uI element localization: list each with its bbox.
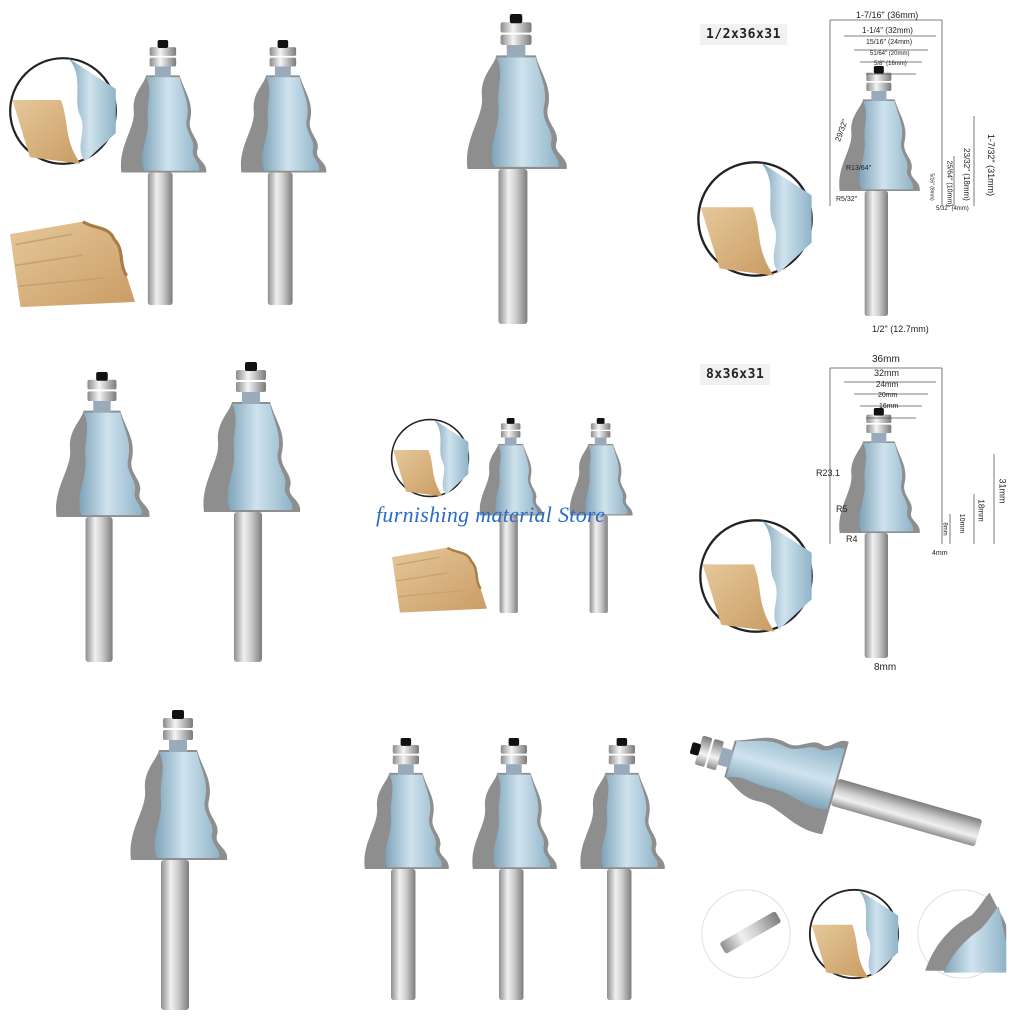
- dim-height-31: 1-7/32" (31mm): [986, 133, 997, 197]
- dim-width-36mm: 36mm: [872, 354, 900, 365]
- dim-width-32: 1-1/4" (32mm): [862, 26, 913, 35]
- router-bit-6c: [566, 738, 676, 1000]
- dim-width-20mm: 20mm: [878, 392, 898, 399]
- dim-width-36: 1-7/16" (36mm): [856, 10, 919, 20]
- detail-circle-edge: [916, 888, 1008, 980]
- dim-shank-top: 1/2" (12.7mm): [872, 324, 929, 334]
- dim-radius-r5: R5: [836, 504, 848, 514]
- router-bit-5: [102, 710, 252, 1010]
- dim-height-10mm: 10mm: [958, 513, 966, 534]
- dimension-lines-top: [829, 19, 975, 206]
- dim-width-24: 15/16" (24mm): [866, 39, 913, 46]
- dim-width-20: 51/64" (20mm): [870, 51, 910, 57]
- dim-height-8: 5/16" (8mm): [928, 173, 935, 201]
- router-bit-1b: [222, 40, 342, 305]
- detail-circle-profile: [808, 888, 900, 980]
- dim-width-24mm: 24mm: [876, 380, 899, 389]
- dim-height-8mm: 8mm: [941, 522, 948, 536]
- dim-height-4mm: 4mm: [932, 550, 948, 557]
- detail-circle-shank: [700, 888, 792, 980]
- dim-height-10: 25/64" (10mm): [945, 160, 953, 207]
- store-watermark: furnishing material Store: [376, 502, 606, 527]
- dim-height-18mm: 18mm: [976, 499, 986, 522]
- dim-radius-r23: R23.1: [816, 468, 841, 478]
- spec-label-bottom: 8x36x31: [700, 364, 771, 385]
- dimension-lines-bottom: [829, 367, 995, 544]
- router-bit-angled: [673, 686, 997, 894]
- router-bit-2: [445, 14, 585, 324]
- router-bit-1a: [102, 40, 222, 305]
- router-bit-3b: [180, 362, 320, 662]
- dim-width-32mm: 32mm: [874, 368, 900, 378]
- dim-height-31mm: 31mm: [997, 478, 1008, 504]
- dim-height-18: 23/32" (18mm): [961, 148, 971, 201]
- dim-radius-3: R5/32": [836, 196, 858, 203]
- dim-width-16: 5/8" (16mm): [874, 61, 907, 67]
- dim-width-16mm: 16mm: [879, 403, 899, 410]
- profile-inset-spec-bottom: [698, 518, 814, 634]
- router-bit-3a: [36, 372, 166, 662]
- router-bit-6a: [350, 738, 460, 1000]
- profile-inset-spec-top: [696, 160, 814, 278]
- dim-radius-r4: R4: [846, 534, 858, 544]
- dim-radius-2: R13/64": [846, 165, 872, 172]
- dim-height-4: 5/32" (4mm): [936, 206, 969, 212]
- dim-shank-bottom: 8mm: [874, 662, 897, 673]
- router-bit-6b: [458, 738, 568, 1000]
- spec-label-top: 1/2x36x31: [700, 24, 787, 45]
- profile-inset-2: [390, 418, 470, 498]
